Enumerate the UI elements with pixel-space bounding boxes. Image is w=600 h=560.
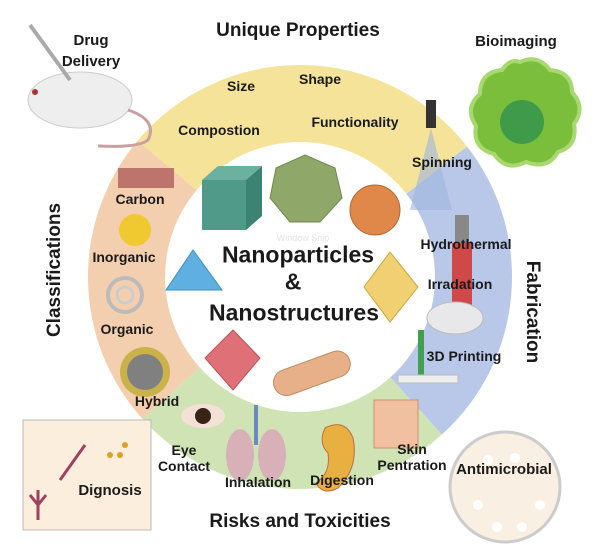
class-inorganic: Inorganic — [92, 249, 156, 265]
class-organic: Organic — [100, 321, 154, 337]
fabrication-irradiation: Irradation — [427, 276, 493, 292]
risk-skin-penetration: Skin Pentration — [377, 441, 447, 473]
cylinder-icon — [273, 350, 351, 397]
classifications-segment — [88, 140, 200, 419]
inorganic-particle-icon — [119, 214, 151, 246]
fabrication-3d-printing: 3D Printing — [426, 348, 502, 364]
cell-nucleus-icon — [500, 100, 544, 144]
electrospinning-icon — [410, 100, 452, 210]
title-line3: Nanostructures — [209, 299, 379, 326]
irradiation-device-icon — [426, 301, 484, 335]
classifications-heading: Classifications — [44, 202, 65, 338]
class-carbon: Carbon — [115, 191, 165, 207]
risks-heading: Risks and Toxicities — [209, 511, 391, 532]
property-composition: Compostion — [178, 122, 260, 138]
cube-icon — [202, 166, 262, 230]
eye-icon — [181, 404, 225, 428]
hydrothermal-reactor-icon — [452, 215, 472, 308]
risk-inhalation: Inhalation — [224, 474, 292, 490]
property-size: Size — [226, 78, 256, 94]
mouse-icon — [27, 23, 152, 148]
octahedron-icon — [363, 251, 419, 323]
fabrication-spinning: Spinning — [412, 154, 472, 170]
skin-icon — [373, 399, 419, 449]
title-line1: Nanoparticles — [221, 241, 375, 268]
hybrid-particle-icon — [120, 347, 170, 397]
app-drug-delivery: Drug Delivery — [61, 32, 121, 70]
property-shape: Shape — [298, 71, 342, 87]
petri-dish-icon — [448, 430, 562, 544]
risk-digestion: Digestion — [310, 472, 374, 488]
watermark: Window Snip — [276, 233, 330, 243]
red-octahedron-icon — [204, 329, 261, 391]
title-line2: & — [284, 268, 302, 295]
lungs-icon — [226, 405, 286, 481]
stomach-icon — [315, 424, 355, 492]
3d-printer-icon — [397, 330, 459, 384]
sphere-icon — [349, 184, 401, 236]
app-antimicrobial: Antimicrobial — [456, 461, 552, 478]
fabrication-heading: Fabrication — [522, 260, 543, 364]
fabrication-hydrothermal: Hydrothermal — [420, 236, 512, 252]
properties-heading: Unique Properties — [216, 20, 380, 41]
diagnosis-test-icon — [22, 419, 152, 531]
risk-eye-contact: Eye Contact — [157, 442, 211, 474]
dodecahedron-icon — [269, 154, 343, 223]
properties-segment — [137, 64, 468, 194]
organic-particle-icon — [106, 276, 144, 314]
risks-segment — [142, 367, 442, 490]
app-bioimaging: Bioimaging — [475, 33, 557, 50]
class-hybrid: Hybrid — [134, 393, 180, 409]
property-functionality: Functionality — [311, 114, 399, 130]
tetrahedron-icon — [165, 249, 223, 291]
carbon-nanotube-icon — [118, 168, 174, 188]
app-diagnosis: Dignosis — [78, 482, 142, 499]
